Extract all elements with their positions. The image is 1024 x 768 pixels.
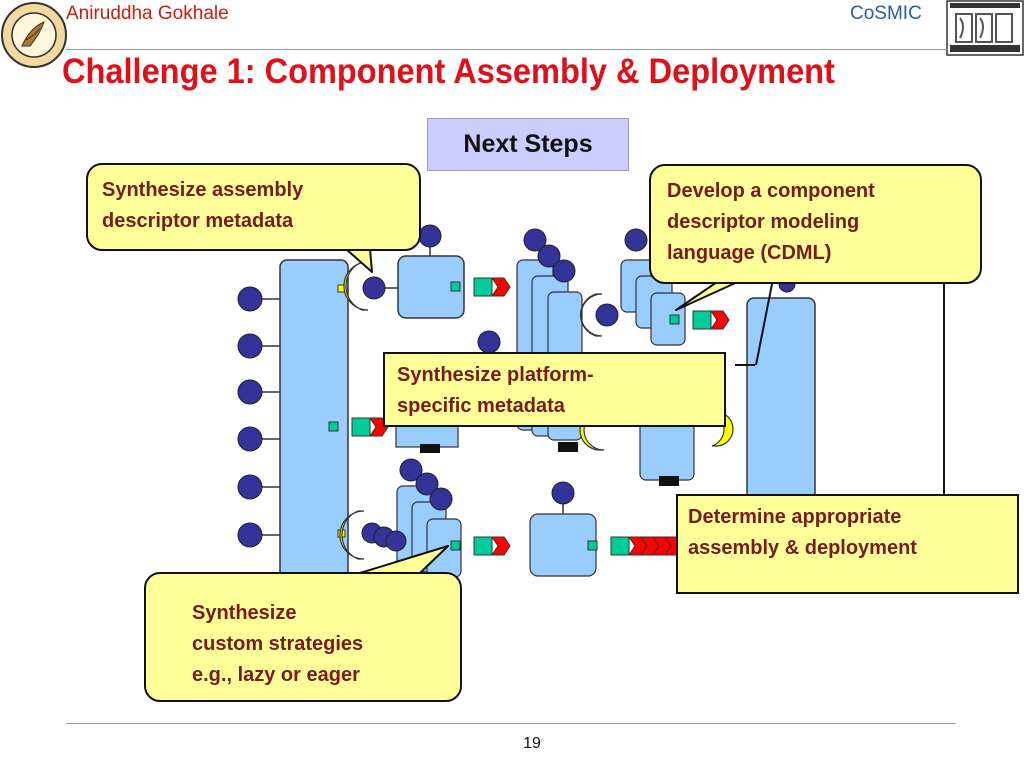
callout-pointer-cdml [675, 279, 743, 311]
facet-ports-left [237, 286, 280, 548]
author-name: Aniruddha Gokhale [66, 3, 229, 24]
receptacle-middle [580, 293, 619, 337]
vanderbilt-seal-logo [0, 0, 68, 70]
callout-platform-metadata: Synthesize platform- specific metadata [383, 352, 726, 427]
callout-line: Synthesize [192, 602, 297, 624]
callout-assembly-metadata: Synthesize assembly descriptor metadata [86, 163, 421, 251]
product-name: CoSMIC [850, 3, 922, 24]
callout-line: Synthesize assembly [102, 179, 304, 201]
callout-line: specific metadata [397, 395, 565, 417]
component-bottom-middle [529, 481, 684, 577]
next-steps-label: Next Steps [427, 118, 629, 171]
receptacle-top-left [337, 261, 398, 311]
isis-institute-logo [946, 0, 1024, 56]
callout-line: custom strategies [192, 633, 364, 655]
component-stack-right [620, 228, 730, 346]
callout-line: descriptor metadata [102, 210, 294, 232]
callout-line: language (CDML) [667, 242, 832, 264]
callout-line: Synthesize platform- [397, 364, 594, 386]
callout-assembly-deployment: Determine appropriate assembly & deploym… [676, 494, 1019, 594]
receptacle-bottom-left [337, 510, 407, 560]
callout-line: e.g., lazy or eager [192, 664, 360, 686]
callout-line: Determine appropriate [688, 506, 902, 528]
callout-line: assembly & deployment [688, 537, 917, 559]
slide-title: Challenge 1: Component Assembly & Deploy… [62, 52, 835, 91]
callout-line: Develop a component [667, 180, 875, 202]
page-number: 19 [523, 735, 541, 752]
footer-divider [66, 723, 956, 724]
callout-line: descriptor modeling [667, 211, 860, 233]
callout-cdml: Develop a component descriptor modeling … [649, 164, 982, 284]
callout-custom-strategies: Synthesize custom strategies e.g., lazy … [144, 572, 462, 702]
header-divider [66, 49, 948, 50]
callout-pointer-assembly [345, 248, 373, 273]
